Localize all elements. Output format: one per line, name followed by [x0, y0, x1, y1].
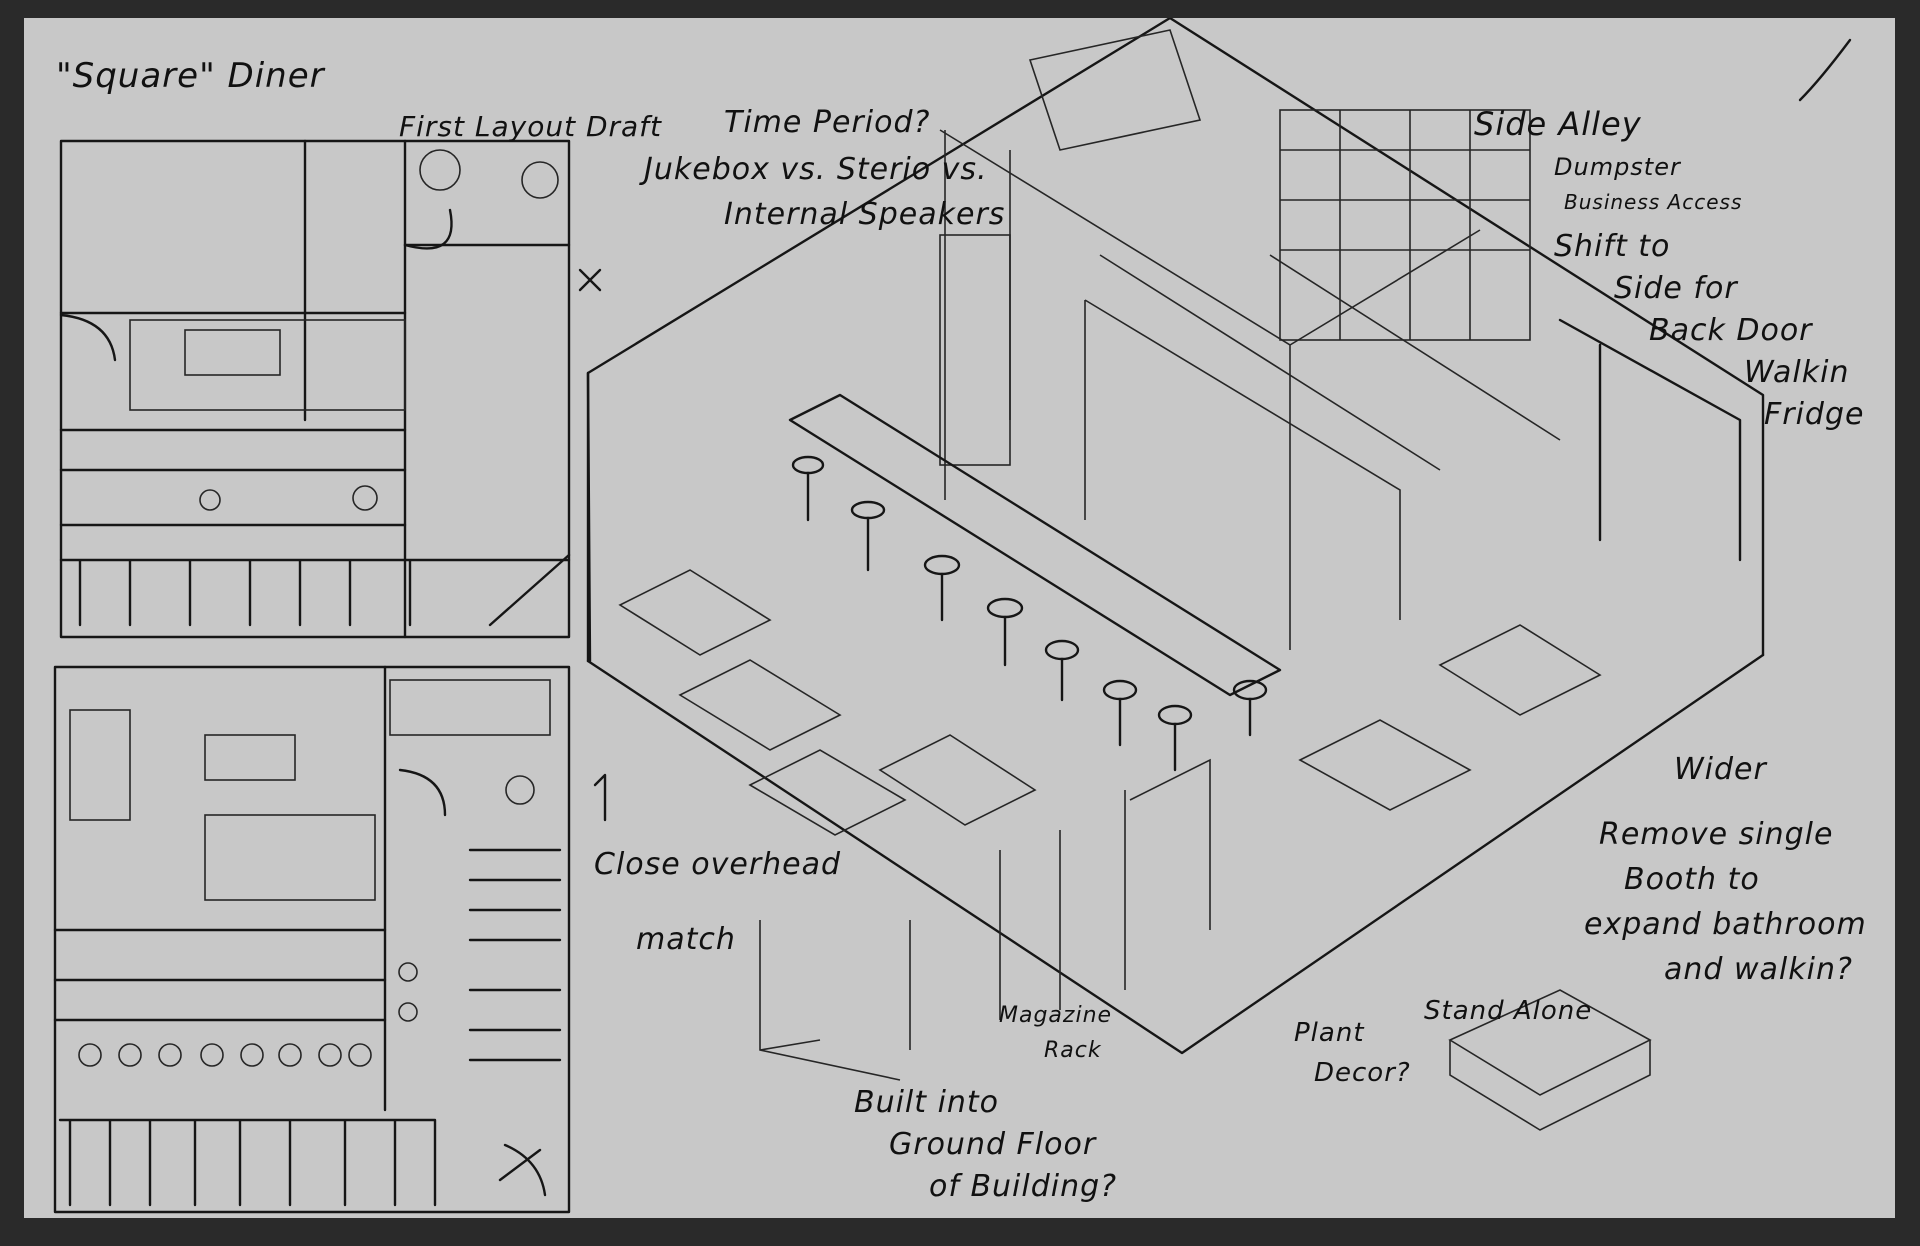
jukebox-note: Jukebox vs. Sterio vs. [644, 152, 988, 187]
ground-floor-note: Ground Floor [889, 1127, 1097, 1162]
side-for-note: Side for [1614, 271, 1738, 306]
of-building-note: of Building? [929, 1169, 1118, 1204]
expand-bathroom-note: expand bathroom [1584, 907, 1867, 942]
business-access-note: Business Access [1564, 190, 1743, 214]
magazine-note: Magazine [999, 1003, 1113, 1028]
side-alley-note: Side Alley [1474, 105, 1642, 143]
booth-to-note: Booth to [1624, 862, 1760, 897]
built-into-note: Built into [854, 1085, 1000, 1120]
internal-speakers-note: Internal Speakers [724, 197, 1006, 232]
stand-alone-note: Stand Alone [1424, 996, 1593, 1026]
floor-plan-bottom [53, 665, 607, 1214]
and-walkin-note: and walkin? [1664, 952, 1853, 987]
close-overhead-note: Close overhead [594, 847, 842, 882]
floor-plan-top [59, 139, 602, 639]
decor-note: Decor? [1314, 1058, 1411, 1088]
fridge-note: Fridge [1764, 397, 1865, 432]
plant-note: Plant [1294, 1018, 1365, 1048]
back-door-note: Back Door [1649, 313, 1813, 348]
remove-single-note: Remove single [1599, 817, 1834, 852]
walkin-note: Walkin [1744, 355, 1850, 390]
sketch-drawing [53, 18, 1852, 1214]
dumpster-note: Dumpster [1554, 153, 1681, 181]
first-layout-note: First Layout Draft [399, 110, 663, 143]
sketch-paper: "Square" Diner First Layout Draft Time P… [24, 18, 1895, 1218]
wider-note: Wider [1674, 752, 1767, 787]
rack-note: Rack [1044, 1038, 1102, 1063]
shift-to-note: Shift to [1554, 229, 1671, 264]
title-note: "Square" Diner [56, 56, 325, 96]
time-period-note: Time Period? [724, 105, 931, 140]
match-note: match [636, 922, 736, 957]
isometric-diner [586, 18, 1852, 1131]
